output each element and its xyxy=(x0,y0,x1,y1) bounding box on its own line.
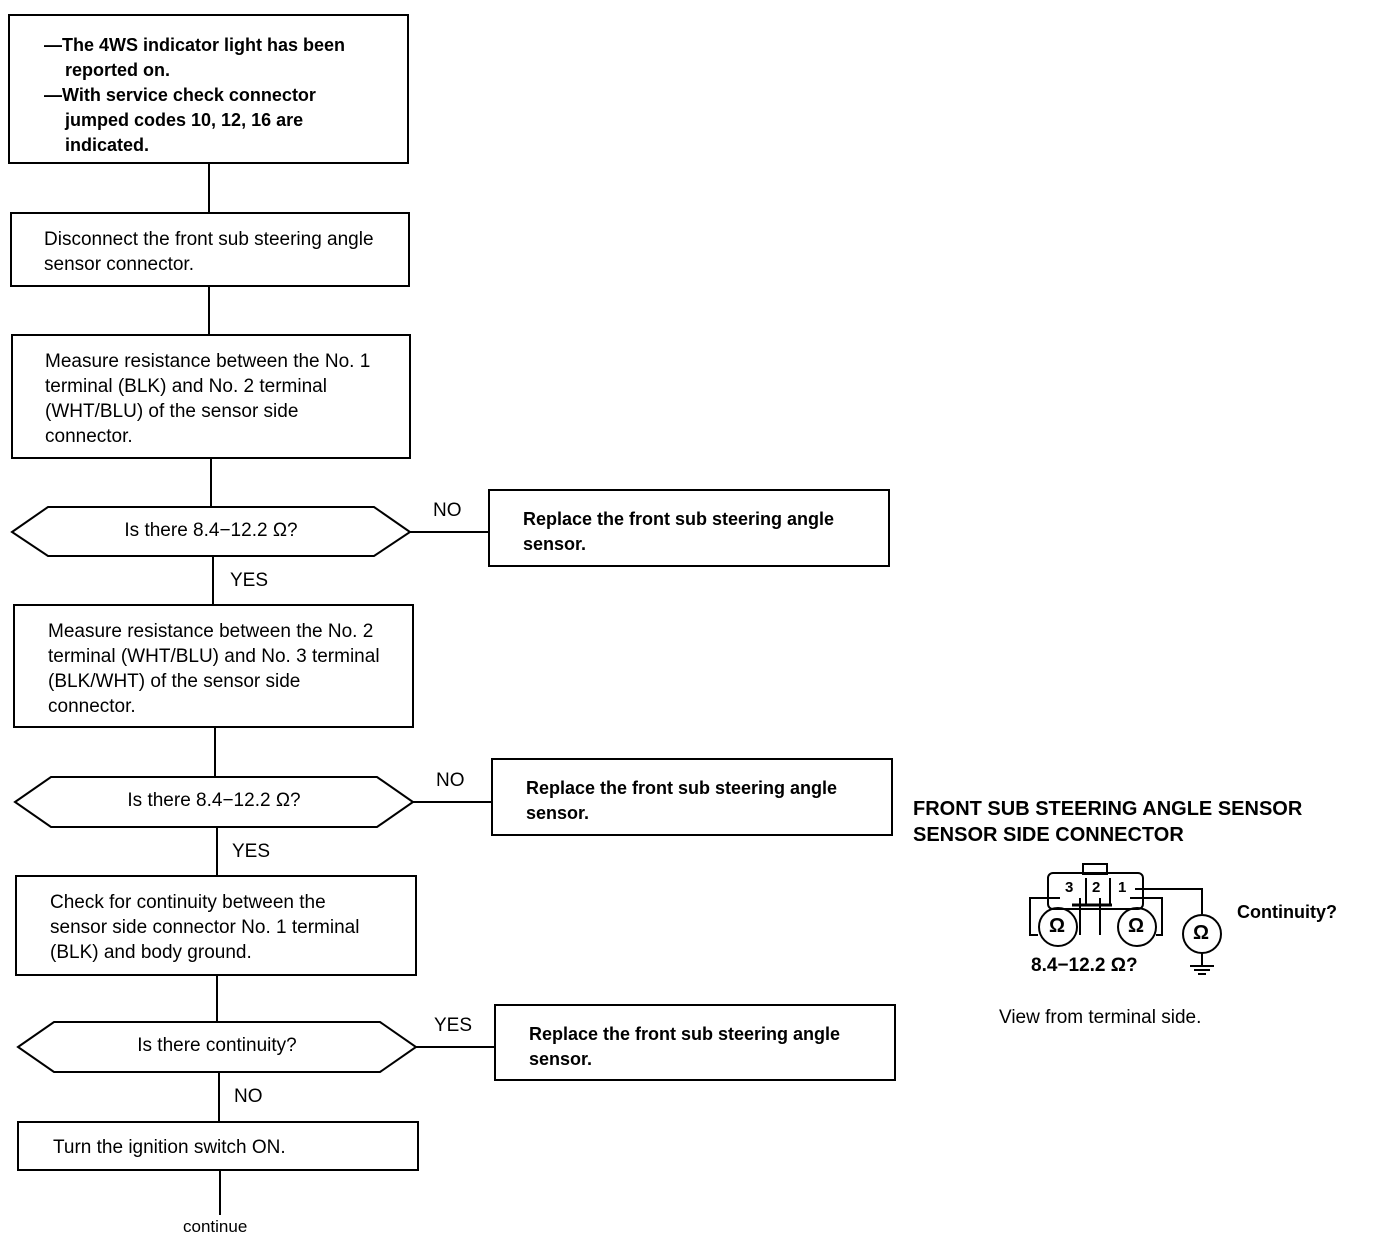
ohmmeter-1 xyxy=(1038,907,1078,947)
action-replace-3-box: Replace the front sub steering angle sen… xyxy=(494,1004,896,1081)
decision-2-no-label: NO xyxy=(436,770,465,791)
action-replace-2-box: Replace the front sub steering angle sen… xyxy=(491,758,893,836)
step-measure-2-3-box: Measure resistance between the No. 2 ter… xyxy=(13,604,414,728)
ohm-symbol-1: Ω xyxy=(1049,915,1066,937)
resistance-label: 8.4−12.2 Ω? xyxy=(1031,955,1138,976)
symptom-item: —The 4WS indicator light has been report… xyxy=(44,35,346,80)
decision-3-label: Is there continuity? xyxy=(137,1035,297,1056)
probe-wire xyxy=(1029,897,1060,936)
decision-2-yes-label: YES xyxy=(232,841,271,862)
figure-title-line1: FRONT SUB STEERING ANGLE SENSOR xyxy=(913,798,1303,820)
terminal-2-label: 2 xyxy=(1092,879,1101,896)
continuity-label: Continuity? xyxy=(1237,902,1337,922)
ohm-symbol-3: Ω xyxy=(1193,922,1210,944)
action-replace-1-text: Replace the front sub steering angle sen… xyxy=(523,509,835,554)
decision-2-label: Is there 8.4−12.2 Ω? xyxy=(127,790,301,811)
figure-caption: View from terminal side. xyxy=(999,1007,1202,1028)
symptom-item: —With service check connector jumped cod… xyxy=(44,85,316,155)
decision-1-yes-label: YES xyxy=(230,570,269,591)
decision-3-no-label: NO xyxy=(234,1086,263,1107)
decision-diamond-3 xyxy=(16,1021,418,1073)
action-replace-1-box: Replace the front sub steering angle sen… xyxy=(488,489,890,567)
action-replace-3-text: Replace the front sub steering angle sen… xyxy=(529,1024,841,1069)
decision-1-no-label: NO xyxy=(433,500,462,521)
decision-diamond-2 xyxy=(13,776,415,828)
step-measure-1-2-box: Measure resistance between the No. 1 ter… xyxy=(11,334,411,459)
connector-diagram xyxy=(1029,863,1222,975)
start-box: —The 4WS indicator light has been report… xyxy=(8,14,409,164)
decision-diamond-1 xyxy=(10,506,412,557)
step-continuity-box: Check for continuity between the sensor … xyxy=(15,875,417,976)
ohm-symbol-2: Ω xyxy=(1128,915,1145,937)
terminal-1-label: 1 xyxy=(1118,879,1127,896)
step-ignition-text: Turn the ignition switch ON. xyxy=(53,1137,286,1158)
ohmmeter-2 xyxy=(1117,907,1157,947)
step-continuity-text: Check for continuity between the sensor … xyxy=(50,892,360,963)
step-disconnect-box: Disconnect the front sub steering angle … xyxy=(10,212,410,287)
probe-wire xyxy=(1135,888,1203,914)
step-measure-1-2-text: Measure resistance between the No. 1 ter… xyxy=(45,351,371,447)
step-ignition-box: Turn the ignition switch ON. xyxy=(17,1121,419,1171)
terminal-3-label: 3 xyxy=(1065,879,1074,896)
figure-title-line2: SENSOR SIDE CONNECTOR xyxy=(913,824,1184,846)
connector-latch xyxy=(1082,863,1108,875)
continue-label: continue xyxy=(183,1217,248,1236)
action-replace-2-text: Replace the front sub steering angle sen… xyxy=(526,778,838,823)
probe-wire xyxy=(1130,897,1163,936)
decision-1-label: Is there 8.4−12.2 Ω? xyxy=(124,520,298,541)
step-disconnect-text: Disconnect the front sub steering angle … xyxy=(44,229,374,275)
decision-3-yes-label: YES xyxy=(434,1015,473,1036)
step-measure-2-3-text: Measure resistance between the No. 2 ter… xyxy=(48,621,380,717)
